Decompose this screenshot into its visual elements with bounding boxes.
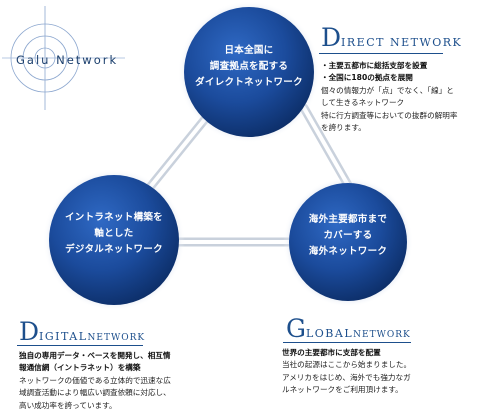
global-network-description: 世界の主要都市に支部を配置 当社の起源はここから始まりました。 アメリカをはじめ… (282, 348, 412, 395)
node-left-label: イントラネット構築を 軸とした デジタルネットワーク (64, 212, 163, 255)
logo-text: Galu Network (16, 53, 119, 67)
node-top-circle (178, 1, 320, 143)
node-right-label: 海外主要都市まで カバーする 海外ネットワーク (308, 214, 388, 257)
global-network-heading: GLOBALNETWORK (286, 314, 411, 343)
digital-network-underline (17, 345, 143, 346)
direct-network-heading: DIRECT NETWORK (321, 23, 463, 52)
global-network-underline (283, 342, 411, 343)
node-left-circle (43, 169, 185, 311)
digital-network-description: 独自の専用データ・ベースを開発し、相互情 報通信網（イントラネット）を構築 ネッ… (19, 351, 171, 410)
target-logo-icon (2, 6, 125, 110)
direct-network-underline (319, 53, 443, 54)
node-right-circle (283, 177, 413, 307)
direct-network-description: ・主要五都市に総括支部を設置 ・全国に180の拠点を展開 個々の情報力が「点」で… (321, 61, 458, 133)
digital-network-heading: DIGITALNETWORK (19, 317, 146, 346)
node-top-label: 日本全国に 調査拠点を配する ダイレクトネットワーク (195, 45, 303, 88)
